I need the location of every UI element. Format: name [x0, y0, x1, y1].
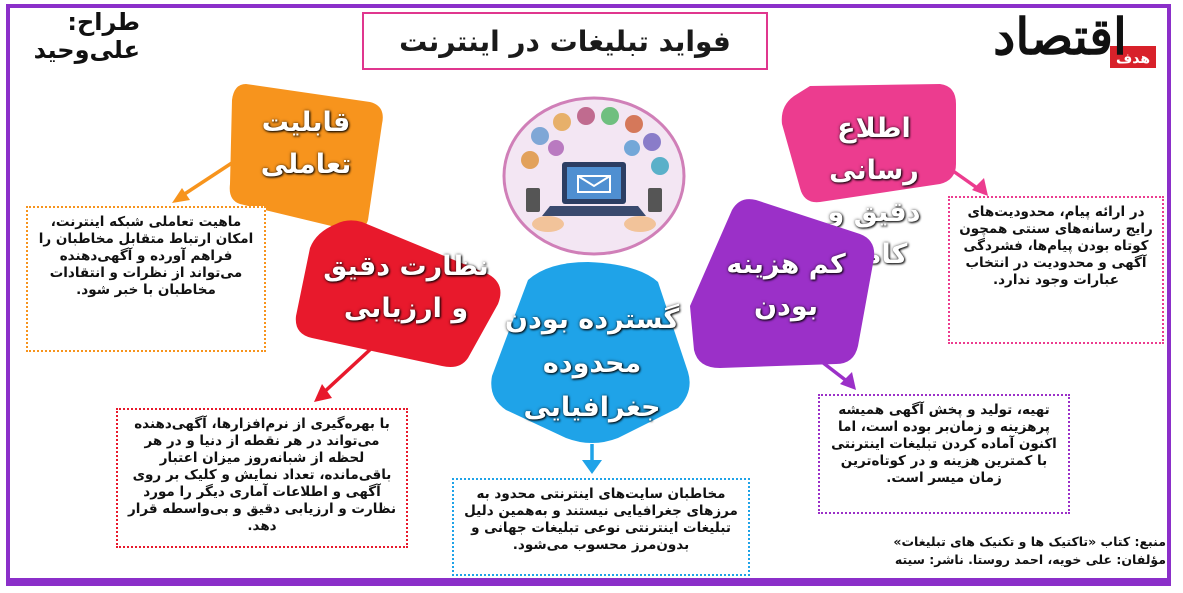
page-title: فواید تبلیغات در اینترنت	[399, 24, 731, 58]
petal-interactive-shape	[229, 84, 383, 231]
source-line-2: مؤلفان: علی خویه، احمد روستا. ناشر: سیته	[894, 552, 1166, 567]
note-monitoring: با بهره‌گیری از نرم‌افزارها، آگهی‌دهنده …	[116, 408, 408, 548]
laptop-icon	[542, 162, 646, 216]
border-bottom-bar	[6, 578, 1171, 586]
designer-name: علی‌وحید	[33, 36, 140, 64]
petal-cost-shape	[690, 199, 875, 368]
petal-geo-shape	[491, 262, 690, 443]
petal-monitoring-shape	[295, 220, 501, 367]
petal-cost: کم هزینه بودن	[716, 244, 856, 328]
logo-main-text: اقتصاد	[993, 7, 1127, 66]
petal-info-shape	[781, 84, 956, 203]
note-geo: مخاطبان سایت‌های اینترنتی محدود به مرزها…	[452, 478, 750, 576]
note-interactive: ماهیت تعاملی شبکه اینترنت، امکان ارتباط …	[26, 206, 266, 352]
designer-credit: طراح: علی‌وحید	[20, 8, 140, 64]
logo-sub-text: هدف	[1116, 51, 1150, 67]
source-line-1: منبع: کتاب «تاکتیک ها و تکنیک های تبلیغا…	[893, 534, 1166, 549]
petal-geo: گسترده بودن محدوده جغرافیایی	[504, 298, 680, 430]
note-info: در ارائه پیام، محدودیت‌های رایج رسانه‌ها…	[948, 196, 1164, 344]
petal-interactive-label: قابلیت تعاملی	[260, 107, 352, 180]
center-illustration	[502, 96, 686, 256]
petal-monitoring-label: نظارت دقیق و ارزیابی	[323, 251, 489, 324]
newspaper-logo: هدف اقتصاد	[993, 7, 1156, 68]
note-cost: تهیه، تولید و پخش آگهی همیشه پرهزینه و ز…	[818, 394, 1070, 514]
petal-interactive: قابلیت تعاملی	[236, 102, 376, 186]
hands-icon	[526, 188, 662, 232]
people-avatars-icon	[521, 107, 669, 175]
title-box: فواید تبلیغات در اینترنت	[362, 12, 768, 70]
petal-cost-label: کم هزینه بودن	[726, 249, 846, 322]
source-credit: منبع: کتاب «تاکتیک ها و تکنیک های تبلیغا…	[868, 533, 1166, 569]
petal-monitoring: نظارت دقیق و ارزیابی	[316, 246, 496, 330]
designer-label: طراح:	[67, 8, 140, 36]
petal-geo-label: گسترده بودن محدوده جغرافیایی	[504, 304, 680, 423]
